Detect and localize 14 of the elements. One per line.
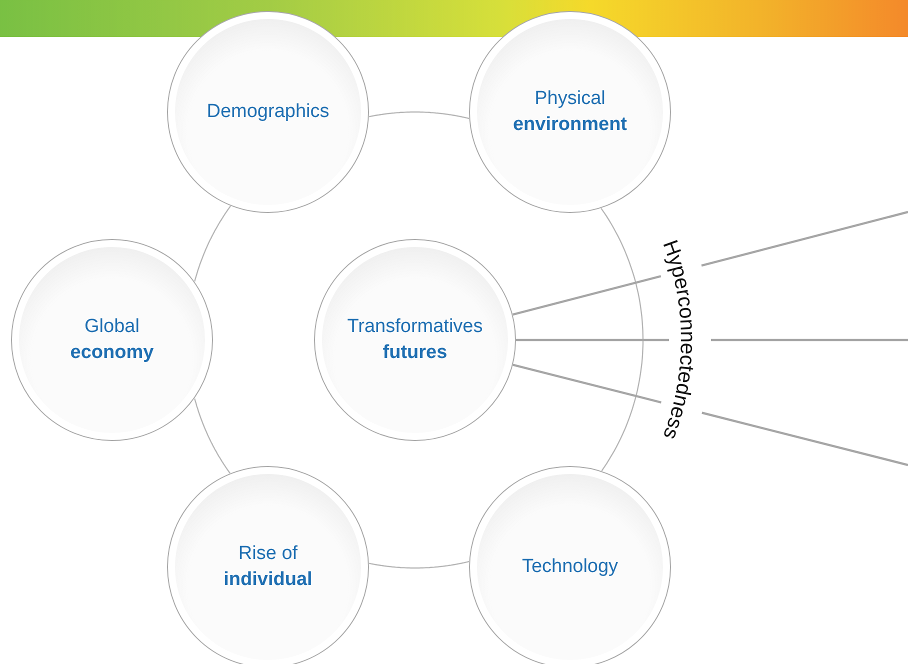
node-label: Technology <box>522 555 618 579</box>
ring-arc <box>194 398 230 474</box>
ring-arc <box>368 560 470 569</box>
connector-line <box>512 210 908 316</box>
ring-arc <box>368 111 470 120</box>
connector-line <box>512 364 908 466</box>
ring-arc <box>600 208 644 472</box>
connector-line <box>514 338 908 342</box>
ring-arc <box>194 206 231 282</box>
node-label: Global economy <box>70 315 154 365</box>
node-label: Rise of individual <box>224 542 312 592</box>
node-label: Transformatives futures <box>347 315 483 365</box>
node-label: Physical environment <box>512 87 628 137</box>
node-label: Demographics <box>206 100 330 124</box>
